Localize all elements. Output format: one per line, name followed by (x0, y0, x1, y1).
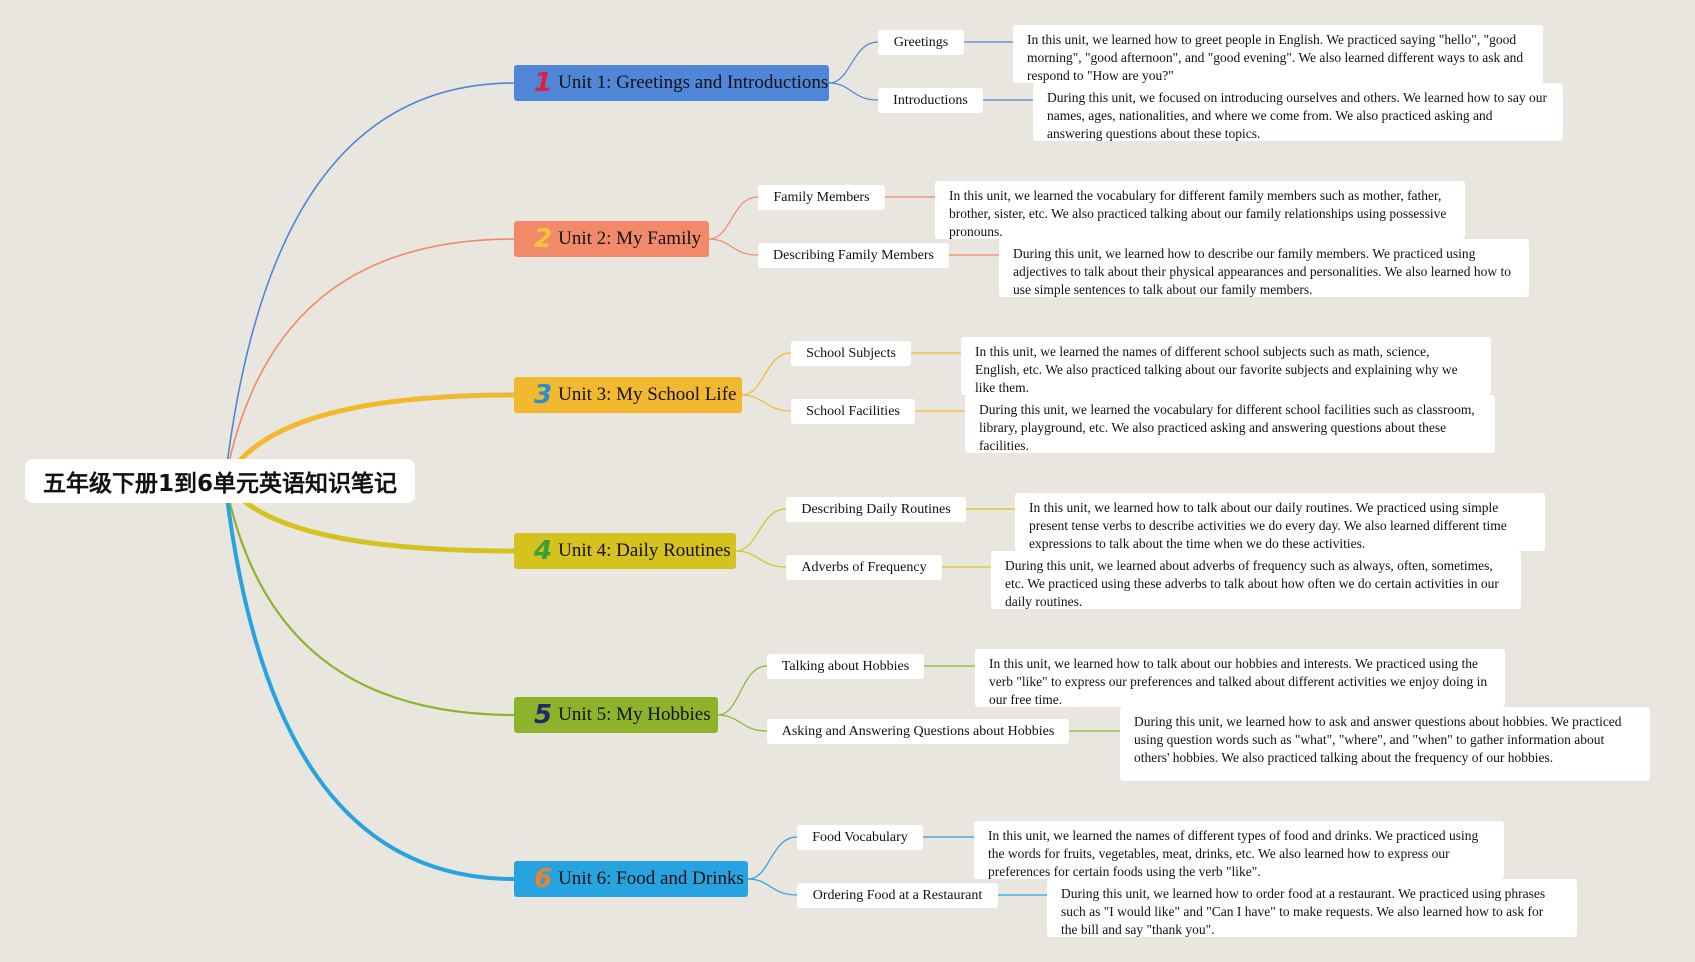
subtopic-node[interactable]: Greetings (878, 30, 964, 55)
subtopic-note: During this unit, we focused on introduc… (1033, 83, 1563, 141)
root-title: 五年级下册1到6单元英语知识笔记 (42, 471, 397, 497)
subtopic-node[interactable]: Introductions (878, 88, 983, 113)
subtopic-connector (708, 238, 759, 256)
branch-line-unit-1 (224, 82, 515, 482)
subtopic-connector (717, 665, 768, 716)
unit-number-badge: 1 (534, 68, 553, 98)
subtopic-node[interactable]: Family Members (758, 185, 885, 210)
subtopic-connector (747, 878, 798, 896)
subtopic-note: In this unit, we learned how to greet pe… (1013, 25, 1543, 83)
subtopic-note: In this unit, we learned the names of di… (974, 821, 1504, 879)
subtopic-node[interactable]: Adverbs of Frequency (786, 555, 942, 580)
subtopic-node[interactable]: School Subjects (791, 341, 911, 366)
unit-number-badge: 6 (534, 864, 553, 894)
subtopic-connector (717, 714, 768, 732)
unit-label: Unit 2: My Family (558, 228, 702, 249)
subtopic-connector (741, 394, 792, 412)
subtopic-connector (708, 196, 759, 240)
subtopic-node[interactable]: Describing Daily Routines (786, 497, 966, 522)
subtopic-node[interactable]: Food Vocabulary (797, 825, 923, 850)
subtopic-node[interactable]: Ordering Food at a Restaurant (797, 883, 998, 908)
subtopic-note: In this unit, we learned how to talk abo… (975, 649, 1505, 707)
root-topic[interactable]: 五年级下册1到6单元英语知识笔记 (25, 459, 415, 503)
unit-number-badge: 2 (534, 224, 553, 254)
subtopic-connector (828, 41, 879, 84)
unit-number-badge: 5 (534, 700, 553, 730)
subtopic-note: During this unit, we learned how to orde… (1047, 879, 1577, 937)
subtopic-connector (735, 550, 787, 568)
unit-label: Unit 6: Food and Drinks (558, 868, 744, 889)
branch-line-unit-6 (223, 480, 515, 881)
branch-line-unit-5 (223, 480, 515, 717)
subtopic-note: During this unit, we learned the vocabul… (965, 395, 1495, 453)
subtopic-node[interactable]: School Facilities (791, 399, 915, 424)
subtopic-note: During this unit, we learned about adver… (991, 551, 1521, 609)
subtopic-note: In this unit, we learned how to talk abo… (1015, 493, 1545, 551)
subtopic-note: During this unit, we learned how to desc… (999, 239, 1529, 297)
subtopic-note: In this unit, we learned the vocabulary … (935, 181, 1465, 239)
subtopic-node[interactable]: Asking and Answering Questions about Hob… (767, 719, 1069, 744)
subtopic-connector (828, 82, 879, 101)
unit-label: Unit 5: My Hobbies (558, 704, 711, 725)
subtopic-note: During this unit, we learned how to ask … (1120, 707, 1650, 781)
unit-label: Unit 3: My School Life (558, 384, 737, 405)
subtopic-note: In this unit, we learned the names of di… (961, 337, 1491, 395)
subtopic-connector (735, 508, 787, 552)
branch-line-unit-2 (224, 238, 515, 482)
unit-number-badge: 3 (534, 380, 553, 410)
unit-label: Unit 4: Daily Routines (558, 540, 731, 561)
subtopic-node[interactable]: Describing Family Members (758, 243, 949, 268)
subtopic-connector (741, 352, 792, 396)
subtopic-connector (747, 836, 798, 880)
subtopic-node[interactable]: Talking about Hobbies (767, 654, 924, 679)
unit-number-badge: 4 (534, 536, 553, 566)
unit-label: Unit 1: Greetings and Introductions (558, 72, 829, 93)
